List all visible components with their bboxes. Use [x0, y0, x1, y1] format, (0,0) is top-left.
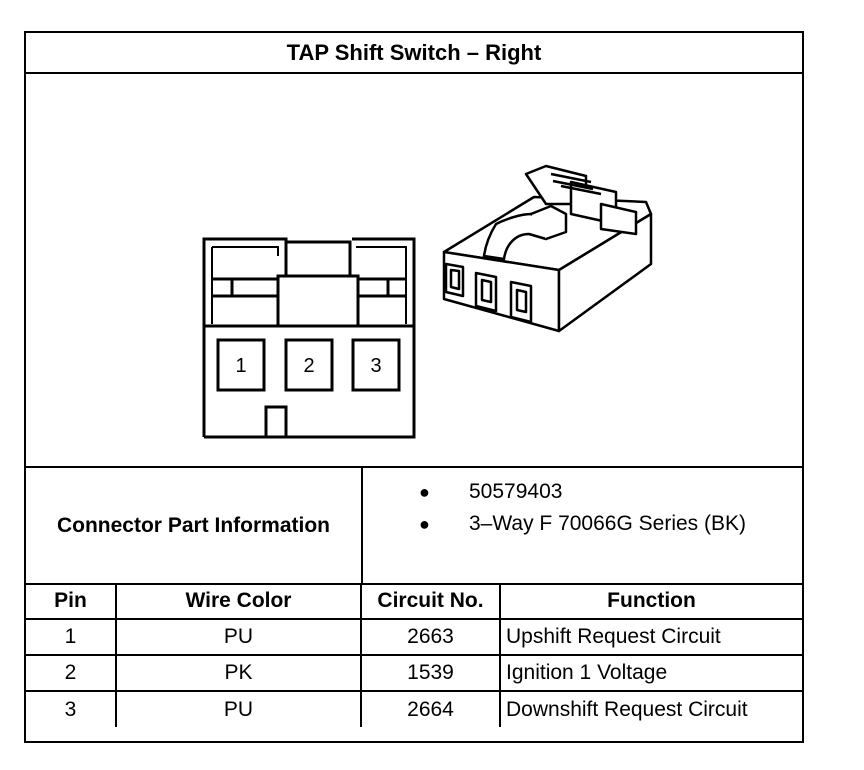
part-number: 50579403: [469, 480, 563, 503]
page-title: TAP Shift Switch – Right: [26, 33, 802, 74]
wire-color-cell: PU: [115, 690, 362, 727]
pin-cavity-3: [351, 338, 401, 392]
connector-sheet: TAP Shift Switch – Right: [24, 31, 804, 743]
header-function: Function: [499, 583, 802, 620]
bullet-icon: ●: [419, 482, 430, 502]
pin-table-header: Pin Wire Color Circuit No. Function: [26, 583, 802, 620]
pin-label-1: 1: [235, 355, 246, 377]
table-row: 1 PU 2663 Upshift Request Circuit: [26, 618, 802, 656]
connector-face-view: [202, 237, 416, 439]
header-pin: Pin: [26, 583, 117, 620]
connector-part-info: Connector Part Information ● 50579403 ● …: [26, 466, 802, 585]
function-cell: Ignition 1 Voltage: [499, 654, 802, 692]
wire-color-cell: PK: [115, 654, 362, 692]
wire-color-cell: PU: [115, 618, 362, 656]
function-cell: Downshift Request Circuit: [499, 690, 802, 727]
connector-series: 3–Way F 70066G Series (BK): [469, 512, 746, 535]
connector-illustration: 1 2 3: [202, 164, 653, 439]
header-circuit: Circuit No.: [360, 583, 501, 620]
pin-cell: 1: [26, 618, 117, 656]
part-info-list: ● 50579403 ● 3–Way F 70066G Series (BK): [363, 468, 802, 583]
connector-drawing-area: 1 2 3: [26, 74, 802, 466]
pin-cavity-1: [216, 338, 266, 392]
circuit-cell: 2664: [360, 690, 501, 727]
part-info-item: ● 50579403: [363, 480, 802, 510]
header-wire-color: Wire Color: [115, 583, 362, 620]
table-row: 3 PU 2664 Downshift Request Circuit: [26, 690, 802, 727]
pin-label-2: 2: [303, 355, 314, 377]
bullet-icon: ●: [419, 514, 430, 534]
function-cell: Upshift Request Circuit: [499, 618, 802, 656]
pin-cell: 2: [26, 654, 117, 692]
pin-label-3: 3: [370, 355, 381, 377]
pin-cavity-2: [284, 338, 334, 392]
part-info-label: Connector Part Information: [26, 468, 363, 583]
part-info-item: ● 3–Way F 70066G Series (BK): [363, 512, 802, 542]
table-row: 2 PK 1539 Ignition 1 Voltage: [26, 654, 802, 692]
pin-cell: 3: [26, 690, 117, 727]
connector-isometric-view: [442, 164, 653, 333]
pin-table: Pin Wire Color Circuit No. Function 1 PU…: [26, 583, 802, 727]
circuit-cell: 1539: [360, 654, 501, 692]
circuit-cell: 2663: [360, 618, 501, 656]
